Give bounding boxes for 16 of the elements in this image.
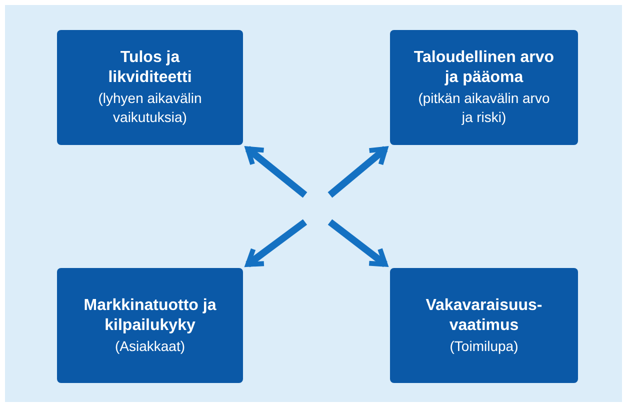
box-subtitle: (Asiakkaat) xyxy=(114,336,186,356)
topic-box xyxy=(57,30,243,145)
arrow xyxy=(245,219,308,268)
box-subtitle: (lyhyen aikavälin vaikutuksia) xyxy=(97,89,203,127)
box-subtitle: (pitkän aikavälin arvo ja riski) xyxy=(417,89,551,127)
box-subtitle: (Toimilupa) xyxy=(450,336,518,356)
topic-box xyxy=(57,268,243,383)
arrow xyxy=(328,219,388,268)
box-title: Vakavaraisuus-vaatimus xyxy=(424,296,544,336)
topic-box xyxy=(390,30,578,145)
box-title: Taloudellinen arvo ja pääoma xyxy=(412,48,556,88)
box-title: Markkinatuotto ja kilpailukyky xyxy=(82,296,218,336)
box-title: Tulos ja likviditeetti xyxy=(107,48,193,88)
topic-box xyxy=(390,268,578,383)
arrow xyxy=(328,146,388,198)
arrow xyxy=(245,146,308,198)
